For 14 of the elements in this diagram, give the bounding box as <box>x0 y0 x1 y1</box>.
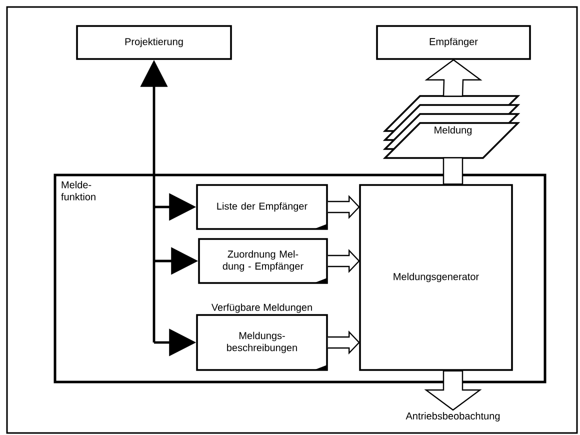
document-box: Zuordnung Mel- dung - Empfänger <box>198 238 328 284</box>
document-box: Liste der Empfänger <box>196 184 328 230</box>
block-arrow <box>424 370 482 411</box>
process-box: Projektierung <box>76 25 232 60</box>
process-box: Empfänger <box>376 25 531 60</box>
block-arrow <box>442 157 464 185</box>
block-arrow <box>327 194 360 219</box>
output-label: Antriebsbeobachtung <box>406 412 500 422</box>
process-box: Meldungsgenerator <box>359 184 513 371</box>
block-arrow <box>424 59 482 97</box>
node-label: Verfügbare Meldungen <box>211 304 312 313</box>
block-arrow <box>327 249 360 273</box>
block-arrow <box>327 330 360 354</box>
document-box: Meldungs- beschreibungen <box>196 314 328 371</box>
